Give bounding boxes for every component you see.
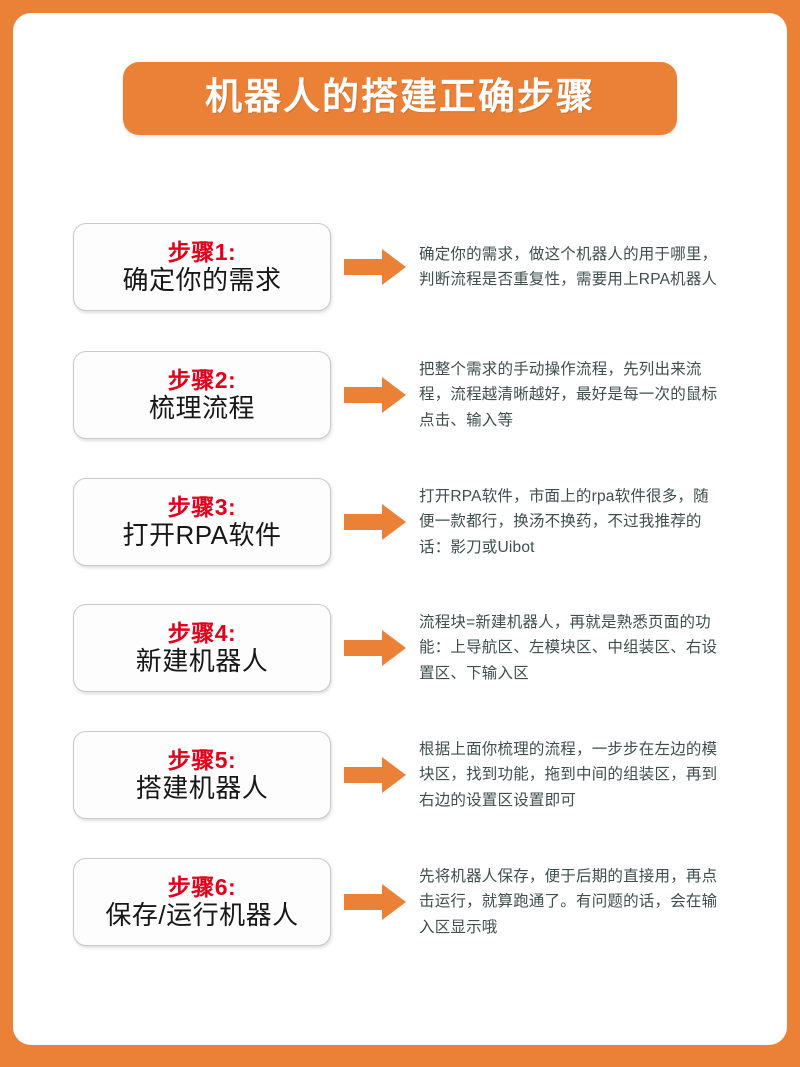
- step-title: 打开RPA软件: [122, 519, 282, 550]
- page-title: 机器人的搭建正确步骤: [205, 76, 595, 117]
- step-label: 步骤6:: [167, 873, 237, 900]
- title-banner: 机器人的搭建正确步骤: [123, 62, 677, 135]
- arrow-cell: [331, 376, 419, 414]
- step-title: 确定你的需求: [122, 264, 282, 295]
- arrow-cell: [331, 629, 419, 667]
- step-label: 步骤1:: [167, 238, 237, 265]
- step-title: 新建机器人: [135, 645, 269, 676]
- step-row: 步骤4: 新建机器人 流程块=新建机器人，再就是熟悉页面的功能：上导航区、左模块…: [13, 585, 787, 711]
- step-label: 步骤2:: [167, 366, 237, 393]
- step-title: 梳理流程: [148, 392, 255, 423]
- step-row: 步骤2: 梳理流程 把整个需求的手动操作流程，先列出来流程，流程越清晰越好，最好…: [13, 331, 787, 459]
- arrow-right-icon: [344, 249, 406, 285]
- step-description: 先将机器人保存，便于后期的直接用，再点击运行，就算跑通了。有问题的话，会在输入区…: [419, 868, 718, 936]
- arrow-cell: [331, 756, 419, 794]
- step-label: 步骤3:: [167, 493, 237, 520]
- step-card-6[interactable]: 步骤6: 保存/运行机器人: [73, 858, 331, 946]
- step-description: 确定你的需求，做这个机器人的用于哪里，判断流程是否重复性，需要用上RPA机器人: [419, 245, 718, 288]
- step-label: 步骤5:: [167, 746, 237, 773]
- arrow-cell: [331, 503, 419, 541]
- arrow-right-icon: [344, 504, 406, 540]
- step-card-3[interactable]: 步骤3: 打开RPA软件: [73, 478, 331, 566]
- step-row: 步骤3: 打开RPA软件 打开RPA软件，市面上的rpa软件很多，随便一款都行，…: [13, 459, 787, 585]
- arrow-right-icon: [344, 884, 406, 920]
- step-description: 流程块=新建机器人，再就是熟悉页面的功能：上导航区、左模块区、中组装区、右设置区…: [419, 614, 718, 682]
- arrow-right-icon: [344, 377, 406, 413]
- arrow-cell: [331, 248, 419, 286]
- arrow-right-icon: [344, 630, 406, 666]
- title-banner-wrap: 机器人的搭建正确步骤: [13, 62, 787, 135]
- step-card-5[interactable]: 步骤5: 搭建机器人: [73, 731, 331, 819]
- arrow-cell: [331, 883, 419, 921]
- arrow-right-icon: [344, 757, 406, 793]
- step-row: 步骤6: 保存/运行机器人 先将机器人保存，便于后期的直接用，再点击运行，就算跑…: [13, 839, 787, 965]
- step-description: 把整个需求的手动操作流程，先列出来流程，流程越清晰越好，最好是每一次的鼠标点击、…: [419, 361, 718, 429]
- step-row: 步骤5: 搭建机器人 根据上面你梳理的流程，一步步在左边的模块区，找到功能，拖到…: [13, 711, 787, 839]
- step-card-1[interactable]: 步骤1: 确定你的需求: [73, 223, 331, 311]
- poster-inner-panel: 机器人的搭建正确步骤 步骤1: 确定你的需求 确定你的需求，做这个机器人的用于哪…: [13, 13, 787, 1045]
- step-title: 搭建机器人: [135, 772, 269, 803]
- step-description: 打开RPA软件，市面上的rpa软件很多，随便一款都行，换汤不换药，不过我推荐的话…: [419, 488, 709, 556]
- step-label: 步骤4:: [167, 619, 237, 646]
- step-title: 保存/运行机器人: [105, 899, 299, 930]
- step-card-4[interactable]: 步骤4: 新建机器人: [73, 604, 331, 692]
- step-row: 步骤1: 确定你的需求 确定你的需求，做这个机器人的用于哪里，判断流程是否重复性…: [13, 203, 787, 331]
- step-card-2[interactable]: 步骤2: 梳理流程: [73, 351, 331, 439]
- step-description: 根据上面你梳理的流程，一步步在左边的模块区，找到功能，拖到中间的组装区，再到右边…: [419, 741, 718, 809]
- steps-list: 步骤1: 确定你的需求 确定你的需求，做这个机器人的用于哪里，判断流程是否重复性…: [13, 203, 787, 965]
